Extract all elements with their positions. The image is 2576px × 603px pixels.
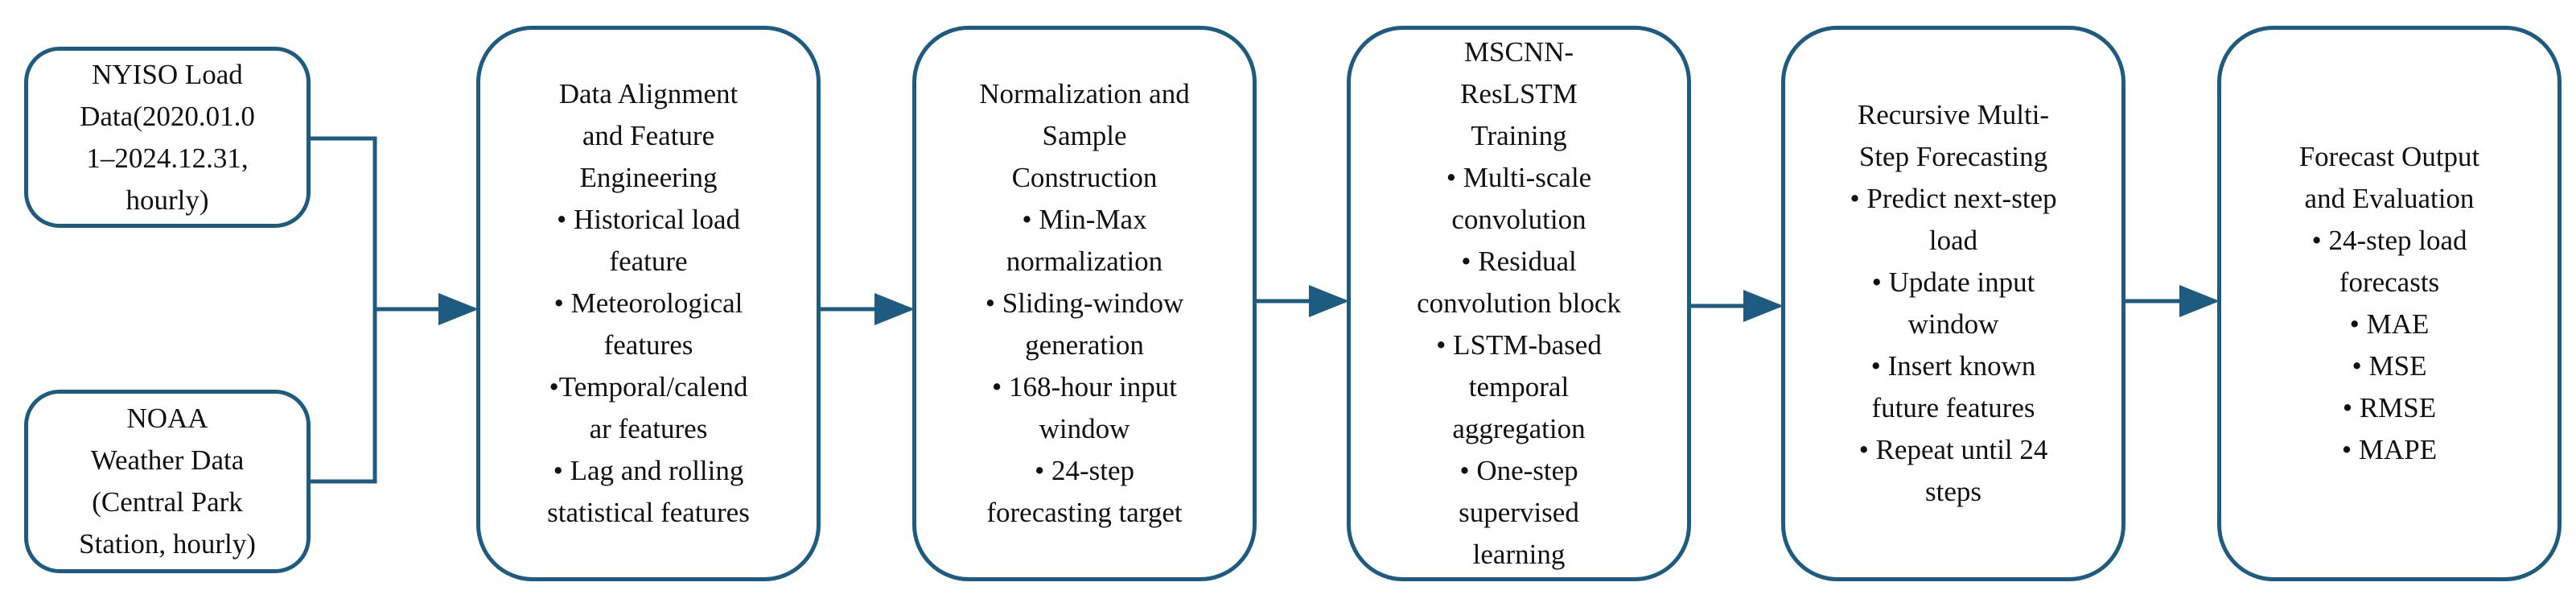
stage-box-normalization: Normalization and Sample Construction • …: [912, 26, 1257, 581]
stage-label-alignment: Data Alignment and Feature Engineering •…: [547, 78, 750, 528]
input-label-nyiso: NYISO Load Data(2020.01.0 1–2024.12.31, …: [80, 58, 255, 216]
merge-line-nyiso: [311, 136, 377, 309]
stage-box-recursive: Recursive Multi- Step Forecasting • Pred…: [1781, 26, 2125, 581]
input-box-noaa: NOAA Weather Data (Central Park Station,…: [24, 390, 311, 573]
stage-box-training: MSCNN- ResLSTM Training • Multi-scale co…: [1347, 26, 1691, 581]
stage-label-training: MSCNN- ResLSTM Training • Multi-scale co…: [1417, 36, 1621, 570]
stage-box-alignment: Data Alignment and Feature Engineering •…: [476, 26, 821, 581]
stage-box-output: Forecast Output and Evaluation • 24-step…: [2217, 26, 2562, 581]
merge-line-noaa: [311, 309, 377, 484]
stage-label-output: Forecast Output and Evaluation • 24-step…: [2298, 141, 2480, 465]
input-label-noaa: NOAA Weather Data (Central Park Station,…: [79, 403, 256, 560]
stage-label-recursive: Recursive Multi- Step Forecasting • Pred…: [1850, 99, 2057, 507]
stage-label-normalization: Normalization and Sample Construction • …: [979, 78, 1190, 528]
input-box-nyiso: NYISO Load Data(2020.01.0 1–2024.12.31, …: [24, 47, 311, 228]
